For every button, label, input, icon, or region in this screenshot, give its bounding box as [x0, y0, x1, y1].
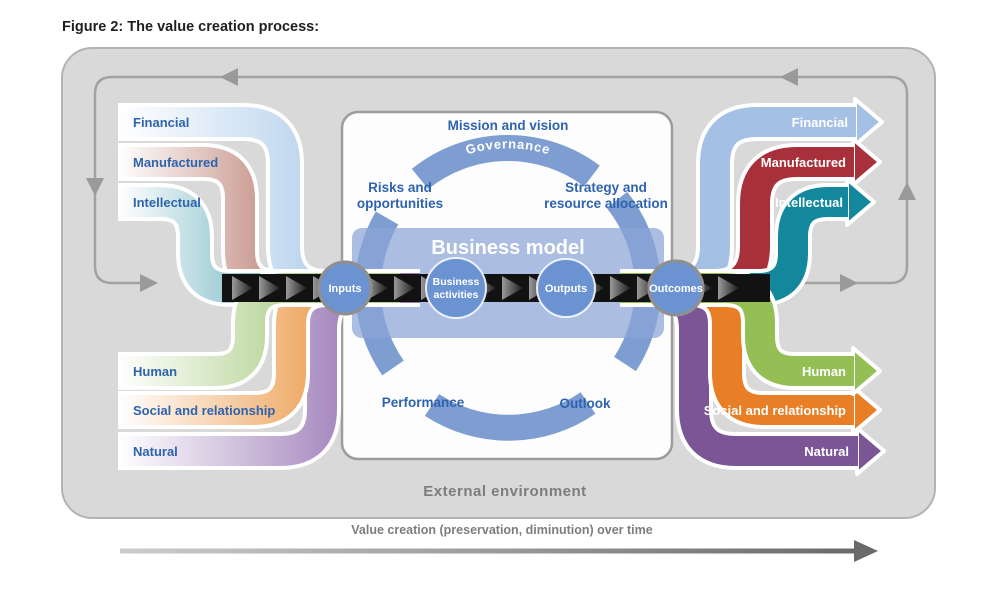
risks-label-line2: opportunities [357, 196, 443, 211]
chevron-right-icon [259, 276, 280, 300]
ribbon-intellectual-outcome [620, 177, 876, 307]
chevron-right-icon [367, 276, 388, 300]
label-financial-left: Financial [133, 115, 189, 130]
business-activities-circle [425, 257, 487, 319]
arrow-left-icon [780, 68, 798, 86]
risks-label-line1: Risks and [368, 180, 432, 195]
timeline-label: Value creation (preservation, diminution… [351, 523, 653, 537]
label-intellectual-right: Intellectual [775, 195, 843, 210]
outcomes-label: Outcomes [649, 283, 703, 295]
external-environment-label: External environment [423, 483, 586, 500]
arrow-left-icon [220, 68, 238, 86]
strategy-label-line2: resource allocation [544, 196, 668, 211]
label-social-left: Social and relationship [133, 403, 275, 418]
outputs-circle [536, 258, 596, 318]
performance-label: Performance [382, 395, 465, 410]
capital-labels-right: Financial Manufactured Intellectual Huma… [704, 115, 849, 459]
chevron-right-icon [502, 276, 523, 300]
label-social-right: Social and relationship [704, 403, 846, 418]
mission-label: Mission and vision [448, 118, 569, 133]
chevron-right-icon [394, 276, 415, 300]
label-human-right: Human [802, 364, 846, 379]
inputs-circle [317, 260, 373, 316]
strategy-label-line1: Strategy and [565, 180, 647, 195]
business-activities-label-line2: activities [434, 289, 479, 301]
feedback-loop [86, 68, 916, 292]
ring-top-arc [411, 134, 600, 190]
label-human-left: Human [133, 364, 177, 379]
label-manufactured-left: Manufactured [133, 155, 218, 170]
capital-labels-left: Financial Manufactured Intellectual Huma… [133, 115, 275, 459]
business-model-label: Business model [431, 237, 584, 259]
ribbon-intellectual-input [118, 183, 400, 307]
outlook-label: Outlook [560, 396, 611, 411]
timeline-arrowhead-icon [854, 540, 878, 562]
ring-bottom-arc [424, 392, 596, 441]
chevron-right-icon [286, 276, 307, 300]
business-activities-label-line1: Business [433, 276, 480, 288]
label-financial-right: Financial [792, 115, 848, 130]
governance-label: Governance [464, 136, 552, 157]
chevron-right-icon [718, 276, 739, 300]
feedback-loop-line [93, 75, 909, 285]
label-manufactured-right: Manufactured [761, 155, 846, 170]
label-natural-left: Natural [133, 444, 178, 459]
figure-title: Figure 2: The value creation process: [62, 19, 319, 35]
chevron-right-icon [610, 276, 631, 300]
center-labels: Mission and vision Risks and opportuniti… [357, 118, 668, 411]
arrow-right-icon [140, 274, 158, 292]
arrow-up-icon [898, 182, 916, 200]
label-intellectual-left: Intellectual [133, 195, 201, 210]
inputs-label: Inputs [329, 283, 362, 295]
arrow-right-icon [840, 274, 858, 292]
label-natural-right: Natural [804, 444, 849, 459]
outputs-label: Outputs [545, 283, 587, 295]
chevron-right-icon [232, 276, 253, 300]
arrow-down-icon [86, 178, 104, 196]
outcomes-circle [647, 259, 705, 317]
timeline: Value creation (preservation, diminution… [120, 523, 878, 562]
flow-nodes: Inputs Business activities Outputs Outco… [317, 257, 705, 319]
